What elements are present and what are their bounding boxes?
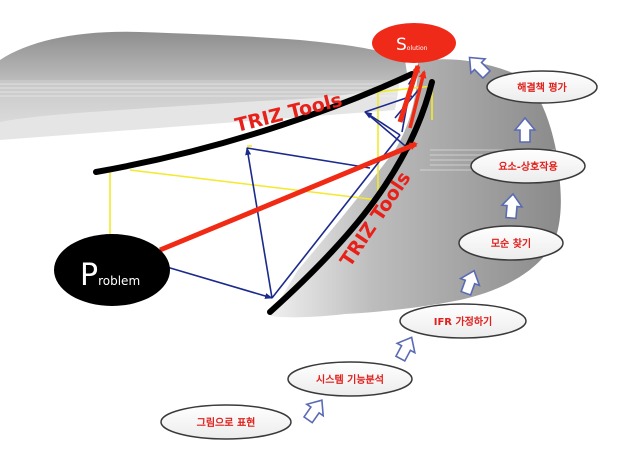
step-arrow-up-icon	[390, 331, 422, 365]
step-label: 시스템 기능분석	[316, 373, 384, 386]
problem-initial: P	[80, 258, 98, 293]
svg-text:Solution: Solution	[396, 35, 428, 55]
step-label: 요소-상호작용	[498, 160, 557, 173]
solution-rest: olution	[407, 45, 428, 52]
step-arrow-up-icon	[299, 393, 331, 427]
red-arrow-main	[159, 141, 418, 253]
step-label: 그림으로 표현	[197, 416, 256, 429]
step-oval-1: 그림으로 표현	[160, 404, 292, 440]
red-arrow-inner	[408, 70, 427, 129]
lower-black-curve	[267, 79, 435, 315]
step-label: 모순 찾기	[491, 237, 531, 250]
step-oval-6: 해결책 평가	[486, 70, 598, 104]
solution-initial: S	[396, 35, 407, 55]
red-arrow-upper	[397, 64, 421, 123]
problem-node: Problem	[54, 234, 170, 306]
step-label: 해결책 평가	[517, 81, 567, 94]
step-oval-5: 요소-상호작용	[470, 148, 586, 184]
svg-text:Problem: Problem	[80, 258, 140, 293]
background-cloud-top-mid	[0, 80, 400, 140]
step-oval-2: 시스템 기능분석	[287, 361, 413, 397]
step-oval-3: IFR 가정하기	[399, 303, 527, 339]
problem-rest: roblem	[98, 274, 140, 288]
step-oval-4: 모순 찾기	[458, 225, 564, 261]
upper-black-curve	[93, 71, 415, 175]
step-label: IFR 가정하기	[434, 315, 493, 328]
yellow-connector-lines	[109, 85, 433, 238]
solution-node: Solution	[372, 23, 456, 63]
